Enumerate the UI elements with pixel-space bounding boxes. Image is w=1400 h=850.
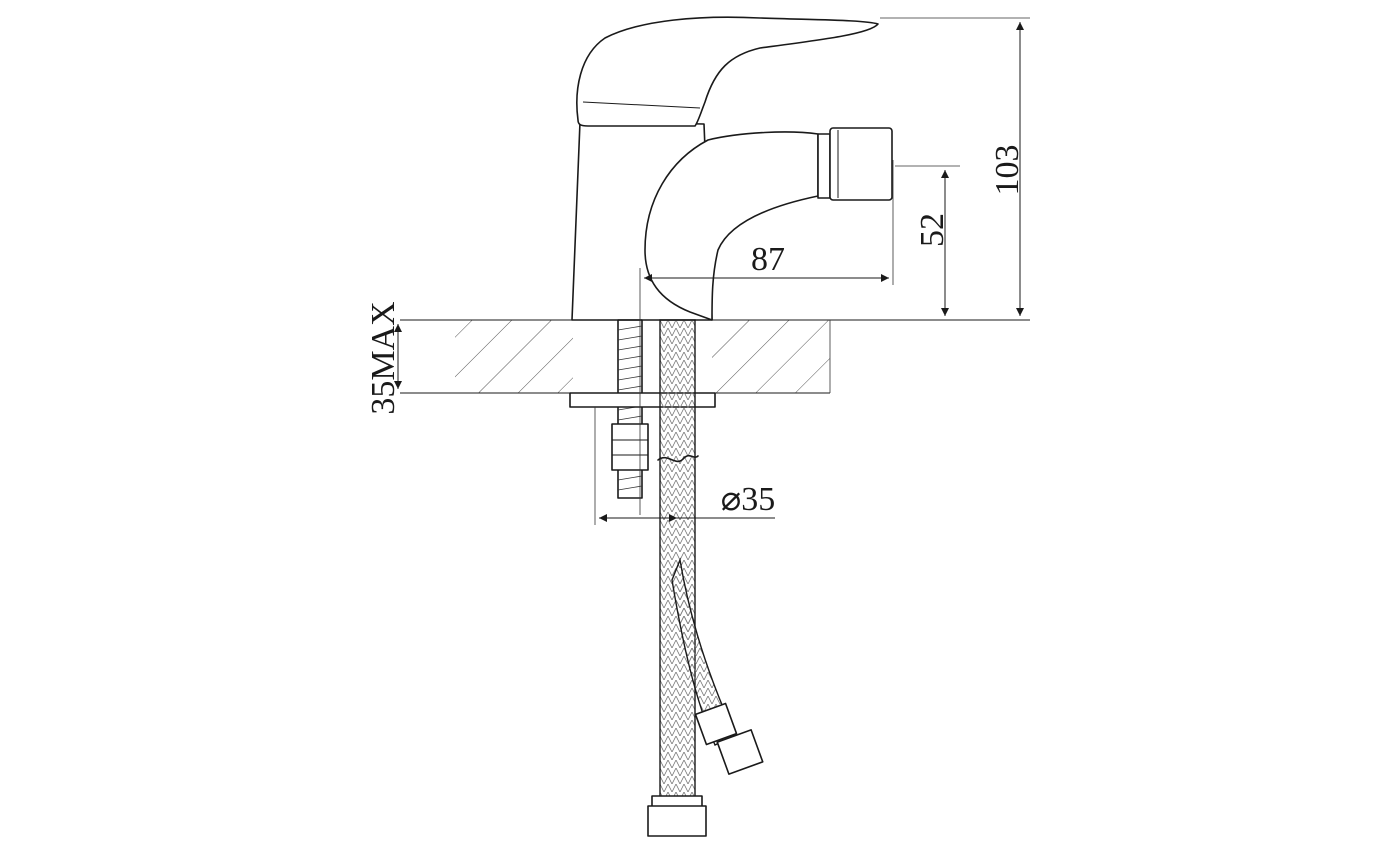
flexible-hoses [647,319,764,837]
label-spout-height: 52 [914,213,951,247]
label-spout-reach: 87 [751,241,785,278]
label-counter-thickness: 35MAX [365,301,402,414]
countertop [400,319,1030,394]
dimension-hole-diameter: ⌀35 [594,407,775,525]
label-total-height: 103 [989,145,1026,196]
dimension-total-height: 103 [880,17,1030,316]
label-hole-diameter: ⌀35 [721,481,775,518]
dimension-spout-reach: 87 [639,160,894,515]
dimension-counter-thickness: 35MAX [365,301,402,415]
dimension-spout-height: 52 [895,165,960,316]
faucet-body [571,16,893,321]
